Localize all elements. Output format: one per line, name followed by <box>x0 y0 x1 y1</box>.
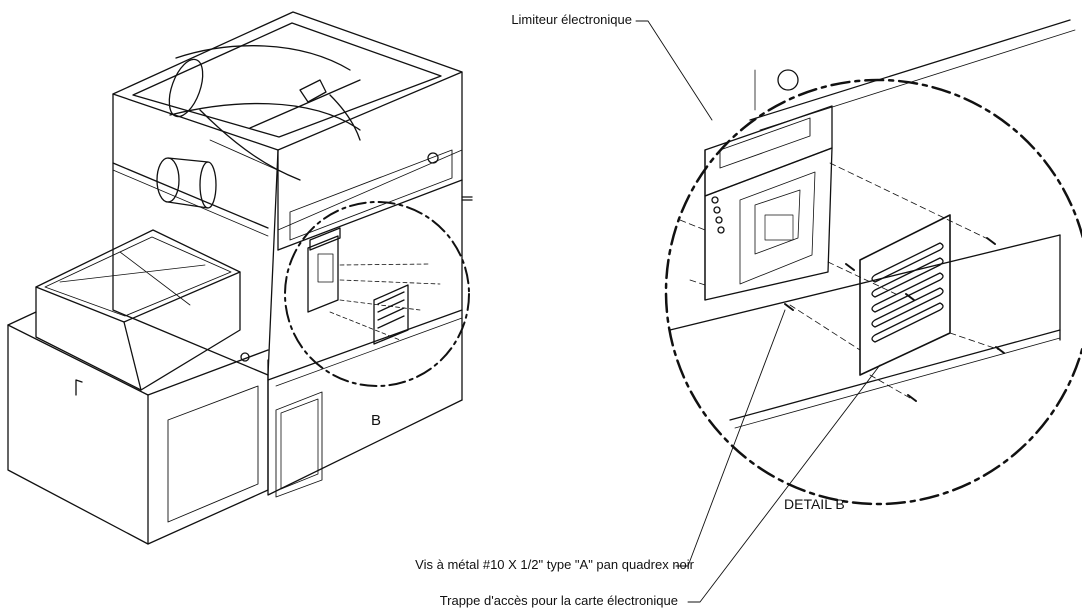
limiter-large <box>704 105 833 301</box>
limiter-small <box>307 227 341 313</box>
grille-small <box>373 284 409 345</box>
screws-large <box>679 162 1005 402</box>
screws-small <box>329 263 441 341</box>
plenum-box <box>35 229 241 391</box>
furnace-cabinet <box>112 11 473 498</box>
detail-panel-lines <box>669 19 1076 429</box>
detail-circle-large <box>664 78 1082 506</box>
screw-label: Vis à métal #10 X 1/2" type "A" pan quad… <box>415 557 694 572</box>
detail-circle-small <box>284 201 470 387</box>
limiter-label: Limiteur électronique <box>511 12 632 27</box>
detail-marker: B <box>371 412 382 429</box>
detail-title: DETAIL B <box>784 496 845 512</box>
grille-large <box>859 214 951 376</box>
access-hatch-label: Trappe d'accès pour la carte électroniqu… <box>439 593 678 608</box>
base-cabinet <box>7 311 269 545</box>
duct-collar <box>156 157 217 209</box>
leader-lines <box>635 20 881 603</box>
filter-cylinder <box>168 45 361 181</box>
